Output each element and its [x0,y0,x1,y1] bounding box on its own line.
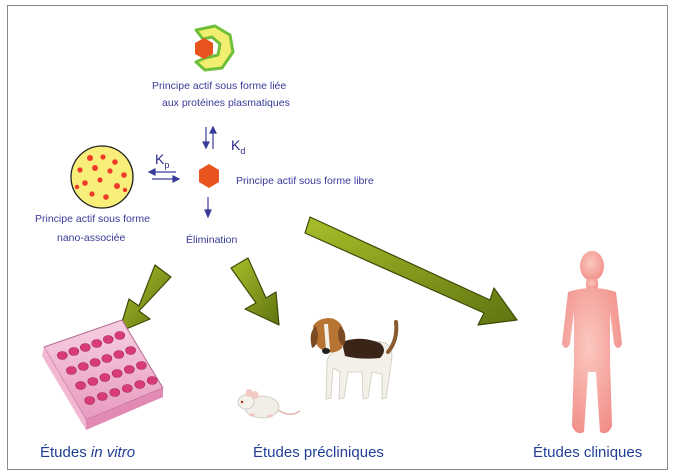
arrow-to-in-vitro [119,265,171,332]
plate-well [102,355,112,363]
arrow-to-preclinical [231,258,279,325]
nano-drug-label-line2: nano-associée [57,231,125,245]
bound-drug-label-line2: aux protéines plasmatiques [162,96,290,110]
protein-bound-icon [195,26,233,70]
plate-well [92,340,102,348]
nano-drug-label-line1: Principe actif sous forme [35,212,150,226]
clinical-studies-label: Études cliniques [533,444,642,461]
preclinical-studies-label: Études précliniques [253,444,384,461]
kd-equilibrium-arrows [203,127,216,149]
plate-well [69,348,79,356]
plate-well [136,362,146,370]
plate-well [90,359,100,367]
plate-well [114,351,124,359]
plate-well [66,367,76,375]
kd-label: Kd [231,137,245,156]
plate-well [88,378,98,386]
bound-drug-label-line1: Principe actif sous forme liée [152,79,286,93]
well-plate-icon [42,320,163,430]
arrow-to-clinical [305,217,517,325]
plate-well [103,336,113,344]
plate-well [97,393,107,401]
plate-well [57,352,67,360]
elimination-arrow [205,197,211,217]
plate-well [100,374,110,382]
plate-well [115,332,125,340]
plate-well [122,385,132,393]
kp-equilibrium-arrows [149,169,179,182]
nanoparticle-icon [71,146,133,208]
elimination-label: Élimination [186,233,237,247]
mouse-icon [238,389,300,418]
plate-well [76,382,86,390]
human-silhouette-icon [562,251,622,433]
in-vitro-studies-label: Études in vitro [40,444,135,461]
kp-label: Kp [155,151,169,170]
free-drug-hexagon [199,164,219,188]
plate-well [147,377,157,385]
plate-well [112,370,122,378]
plate-well [80,344,90,352]
plate-well [110,389,120,397]
plate-well [85,397,95,405]
plate-well [78,363,88,371]
dog-icon [311,318,397,399]
plate-well [135,381,145,389]
plate-well [126,347,136,355]
plate-well [124,366,134,374]
free-drug-label: Principe actif sous forme libre [236,174,374,188]
